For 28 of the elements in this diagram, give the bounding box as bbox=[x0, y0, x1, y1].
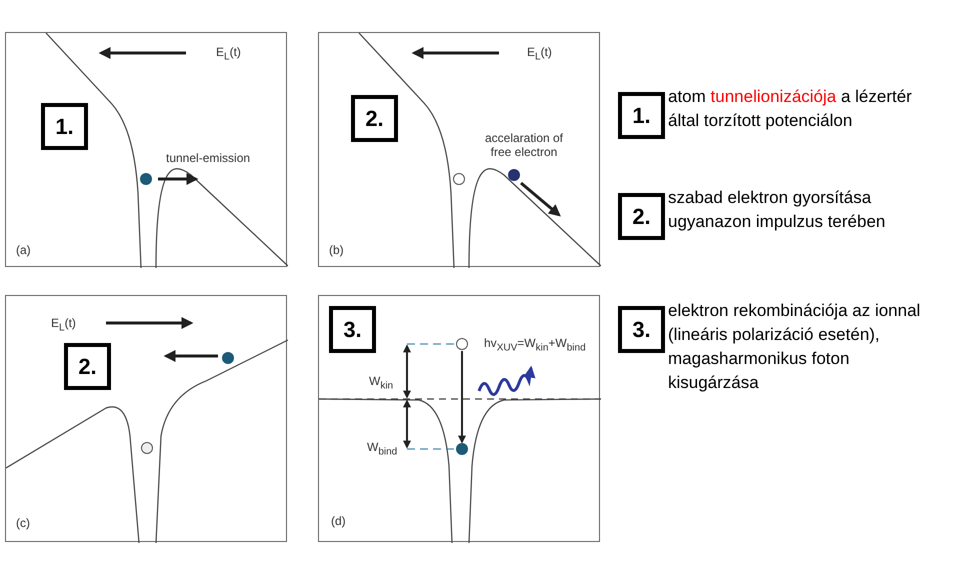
diagram-panel bbox=[318, 32, 600, 267]
panel-label: (a) bbox=[16, 243, 31, 257]
annotation: accelaration of free electron bbox=[484, 131, 564, 159]
energy-label: W$_{kin}$ bbox=[369, 374, 394, 394]
panel-label: (c) bbox=[16, 516, 30, 530]
step-number: 2. bbox=[618, 193, 665, 240]
panel-label: (b) bbox=[329, 243, 344, 257]
field-label: E$_{L}$(t) bbox=[51, 316, 76, 336]
step-number: 3. bbox=[329, 306, 376, 353]
step-number: 2. bbox=[351, 95, 398, 142]
ion-icon bbox=[456, 338, 468, 350]
step-number: 1. bbox=[41, 103, 88, 150]
diagram-panel bbox=[5, 295, 287, 542]
step-description: szabad elektron gyorsítása ugyanazon impulzus terében bbox=[668, 187, 886, 233]
step-number: 3. bbox=[618, 306, 665, 353]
diagram-panel bbox=[5, 32, 287, 267]
step-number: 2. bbox=[64, 343, 111, 390]
panel-label: (d) bbox=[331, 514, 346, 528]
step-description: elektron rekombinációja az ionnal (lineáris polarizáció esetén), magasharmonikus foton kisugárzása bbox=[668, 300, 922, 394]
field-label: E$_{L}$(t) bbox=[527, 45, 552, 64]
field-label: E$_{L}$(t) bbox=[216, 45, 241, 64]
electron-icon bbox=[456, 443, 468, 455]
energy-label: W$_{bind}$ bbox=[367, 440, 398, 460]
step-number: 1. bbox=[618, 92, 665, 139]
diagram-panel bbox=[318, 295, 600, 542]
step-description: atom tunnelionizációja a lézertér által torzított potenciálon bbox=[668, 86, 913, 132]
annotation: tunnel-emission bbox=[166, 151, 250, 165]
arrow bbox=[458, 351, 466, 444]
